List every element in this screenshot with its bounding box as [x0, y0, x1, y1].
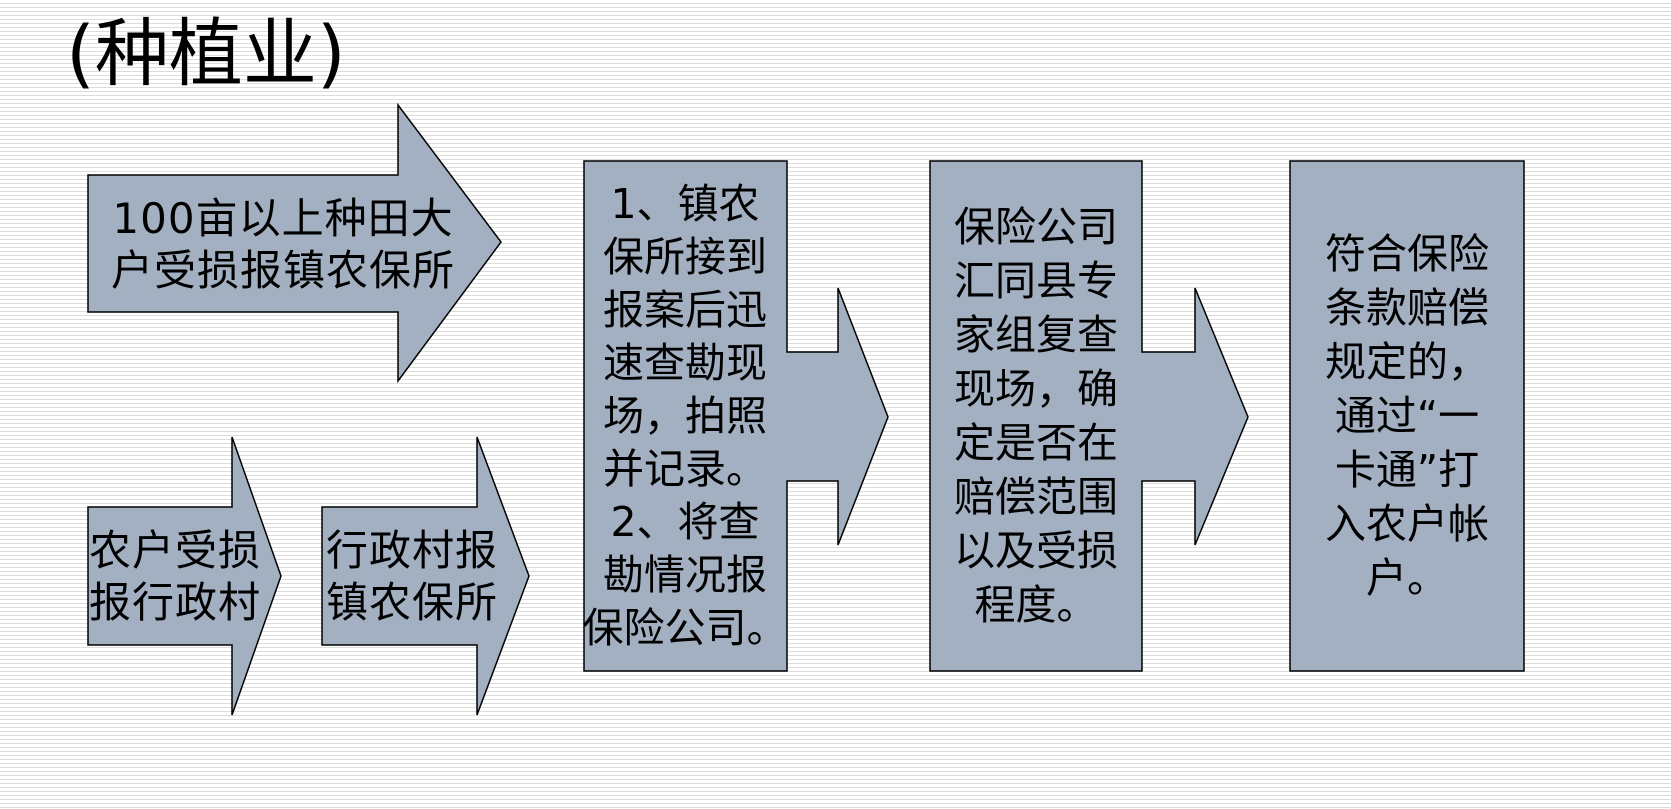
- node-line: 并记录。: [603, 444, 767, 493]
- node-line: 现场，确: [954, 365, 1118, 413]
- node-line: 赔偿范围: [954, 473, 1118, 521]
- slide-title: (种植业): [66, 11, 346, 97]
- node-line: 以及受损: [954, 527, 1118, 575]
- arrow-farmer-report: [87, 436, 282, 716]
- node-line: 户。: [1366, 554, 1448, 602]
- node-line: 定是否在: [954, 419, 1118, 467]
- node-line: 汇同县专: [954, 257, 1118, 305]
- node-line: 勘情况报: [603, 550, 767, 599]
- node-text-payout: 符合保险条款赔偿规定的， 通过“一卡通”打入农户帐户。: [1290, 162, 1524, 670]
- node-text-village: 行政村报镇农保所: [318, 512, 506, 642]
- node-line: 程度。: [974, 581, 1098, 629]
- node-line: 报行政村: [88, 578, 261, 627]
- node-line: 保所接到: [603, 232, 767, 281]
- node-text-inspect: 1、镇农保所接到报案后迅速查勘现场，拍照并记录。2、将查勘情况报保险公司。: [582, 162, 788, 670]
- node-line: 户受损报镇农保所: [110, 246, 455, 295]
- arrow-village-report: [321, 436, 530, 716]
- node-line: 入农户帐: [1325, 500, 1489, 548]
- node-line: 保险公司: [954, 203, 1118, 251]
- node-line: 农户受损: [88, 526, 261, 575]
- node-line: 1、镇农: [610, 179, 760, 228]
- node-line: 2、将查: [610, 497, 760, 546]
- node-line: 报案后迅: [603, 285, 767, 334]
- node-line: 保险公司。: [582, 603, 788, 652]
- node-line: 条款赔偿: [1325, 284, 1489, 332]
- node-line: 速查勘现: [603, 338, 767, 387]
- node-line: 行政村报: [325, 526, 498, 575]
- node-line: 100亩以上种田大: [112, 194, 454, 243]
- node-text-expert: 保险公司汇同县专家组复查现场，确定是否在赔偿范围以及受损程度。: [930, 162, 1142, 670]
- node-line: 场，拍照: [603, 391, 767, 440]
- box-payout: [1289, 160, 1525, 672]
- node-line: 规定的，: [1325, 338, 1489, 386]
- node-text-report-big: 100亩以上种田大户受损报镇农保所: [88, 180, 478, 310]
- node-text-farmer: 农户受损报行政村: [80, 512, 270, 642]
- node-line: 镇农保所: [325, 578, 498, 627]
- node-line: 符合保险: [1325, 230, 1489, 278]
- node-line: 卡通”打: [1334, 446, 1480, 494]
- arrow-report-big-grower: [87, 102, 502, 384]
- callout-arrow-expert-recheck: [929, 160, 1249, 672]
- callout-arrow-town-inspection: [583, 160, 889, 672]
- node-line: 通过“一: [1334, 392, 1480, 440]
- node-line: 家组复查: [954, 311, 1118, 359]
